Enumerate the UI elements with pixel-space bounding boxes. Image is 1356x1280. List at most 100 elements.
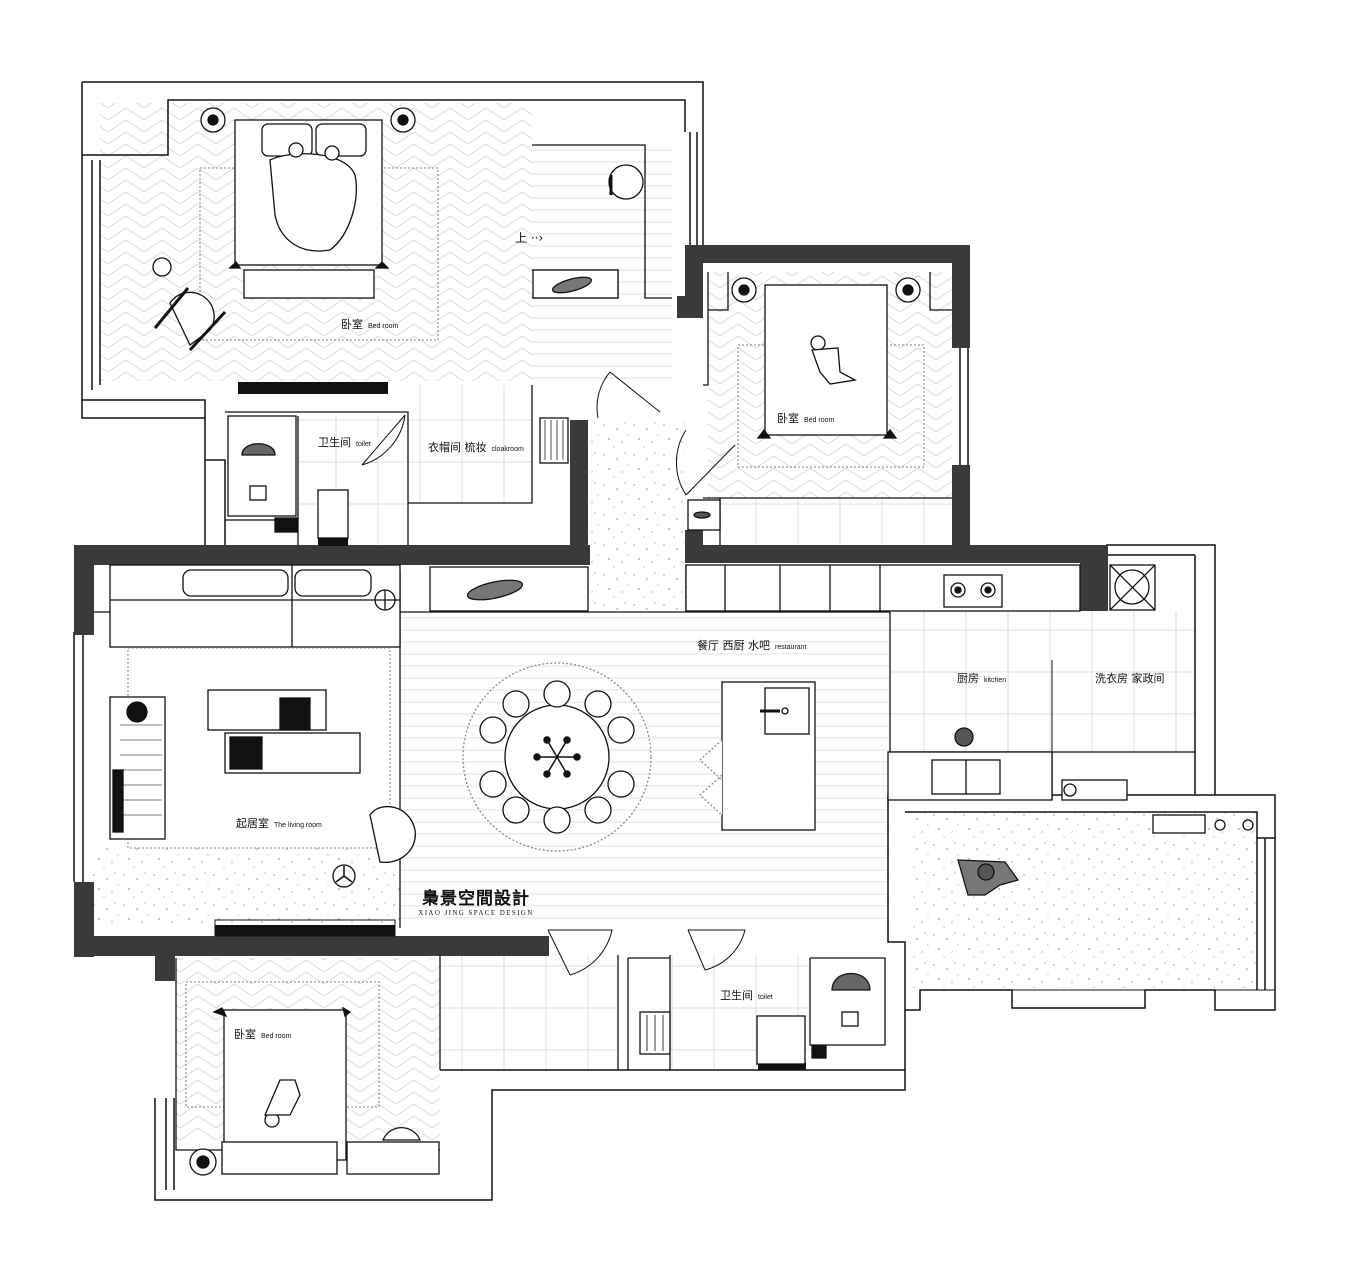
room-name-zh: 衣帽间 梳妆: [428, 441, 487, 454]
door-swing: [687, 929, 746, 971]
bedroom-2-label: 卧室 Bed room: [777, 410, 834, 426]
floor-drain: [249, 485, 267, 501]
tv-bench: [221, 1141, 338, 1175]
room-name-zh: 卧室: [341, 318, 363, 331]
toilet-2-fixtures: [639, 972, 871, 1065]
wall: [74, 936, 549, 956]
door-swing: [361, 414, 406, 466]
sofa: [109, 564, 401, 648]
doors: [361, 371, 1053, 976]
lounge-chair: [369, 806, 416, 863]
rug: [199, 167, 439, 341]
studio-logo: 梟景空間設計 XIAO JING SPACE DESIGN: [406, 889, 546, 917]
master-bedroom-label: 卧室 Bed room: [341, 316, 398, 332]
shower-stall: [756, 1015, 806, 1065]
arrow-right-icon: ··›: [527, 231, 544, 245]
window-sill: [238, 382, 388, 394]
table-center: [533, 736, 581, 778]
shelf-grid: [539, 417, 569, 464]
kitchen-fixtures: [685, 564, 1156, 801]
door-swing: [676, 429, 736, 496]
wall: [952, 245, 970, 348]
toilet-1-fixtures: [227, 415, 349, 539]
door-swing: [596, 371, 661, 419]
walk-in-furniture: [532, 164, 644, 464]
room-name-zh: 餐厅 西厨 水吧: [697, 639, 770, 652]
room-name-zh: 卧室: [234, 1028, 256, 1041]
person-top-view: [831, 972, 871, 991]
dining-floor: [400, 612, 890, 922]
person-head: [810, 335, 826, 351]
side-table: [152, 257, 172, 277]
bench: [243, 269, 375, 299]
room-name-zh: 洗衣房 家政间: [1095, 672, 1165, 685]
shower-stall: [317, 489, 349, 539]
balcony-floor: [912, 812, 1257, 990]
wall: [155, 936, 175, 981]
living-furniture: [109, 564, 589, 888]
person-head: [288, 142, 304, 158]
bedroom-3-label: 卧室 Bed room: [234, 1026, 291, 1042]
kitchen-label: 厨房 kitchen: [957, 670, 1006, 686]
toilet-1-floor: [298, 416, 406, 546]
person-body: [811, 347, 858, 385]
balcony-fixtures: [957, 814, 1254, 896]
person-top-view: [241, 443, 276, 456]
room-name-en: toilet: [356, 441, 371, 448]
thick-walls: [74, 245, 1108, 981]
rug: [185, 981, 380, 1108]
person-head: [324, 145, 340, 161]
window-frames: [214, 919, 1276, 1011]
windows: [215, 382, 806, 1070]
window-sill: [215, 925, 395, 936]
walk-in-floor: [532, 145, 672, 385]
door-swing: [547, 929, 613, 976]
duvet: [269, 153, 357, 252]
wall: [74, 545, 590, 565]
wall: [685, 245, 970, 263]
window-sill: [758, 1062, 806, 1070]
pillow: [261, 123, 313, 157]
room-name-en: Bed room: [261, 1033, 292, 1040]
room-name-zh: 起居室: [236, 817, 269, 830]
toilet-2-label: 卫生间 toilet: [720, 987, 773, 1003]
master-bedroom-furniture: [152, 107, 439, 352]
pillow: [315, 123, 367, 157]
corridor-floor: [440, 955, 618, 1070]
window-sill: [318, 538, 348, 546]
wall: [677, 296, 703, 318]
room-name-zh: 卫生间: [720, 989, 753, 1002]
wall: [1080, 545, 1108, 611]
room-name-en: restaurant: [775, 644, 807, 651]
logo-chinese: 梟景空間設計: [422, 889, 530, 909]
wall: [685, 530, 703, 563]
shelf: [1152, 814, 1206, 834]
logo-english: XIAO JING SPACE DESIGN: [418, 909, 534, 917]
room-name-en: toilet: [758, 994, 773, 1001]
room-name-en: Bed room: [368, 323, 399, 330]
room-name-zh: 卧室: [777, 412, 799, 425]
rug: [462, 662, 652, 852]
restaurant-label: 餐厅 西厨 水吧 restaurant: [697, 637, 807, 653]
living-lower-floor: [93, 848, 403, 923]
room-name-zh: 卫生间: [318, 436, 351, 449]
room-name-en: kitchen: [984, 677, 1007, 684]
chair: [382, 1127, 421, 1141]
person-body: [264, 1079, 301, 1116]
washer: [1061, 779, 1128, 801]
pendant-lamp: [551, 276, 593, 294]
floor-drain: [841, 1011, 859, 1027]
dining-chairs: [479, 680, 635, 834]
room-name-en: Bed room: [804, 417, 835, 424]
hall-floor: [590, 420, 685, 610]
wall: [952, 465, 970, 545]
vanity: [227, 415, 297, 517]
room-name-zh: 厨房: [957, 672, 979, 685]
stair-up-label: 上 ··›: [515, 229, 543, 246]
stool: [608, 164, 644, 200]
bedroom-2-lower-floor: [720, 498, 952, 544]
kitchen-floor: [890, 612, 1195, 752]
